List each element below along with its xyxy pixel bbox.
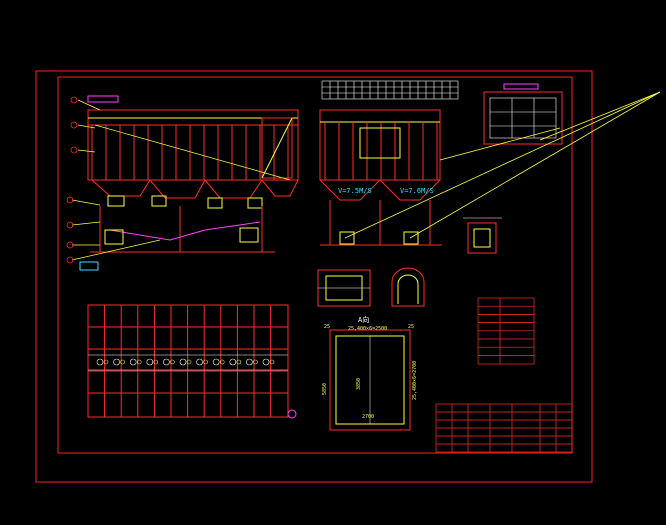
- valve-circle: [170, 359, 175, 365]
- valve-circle: [203, 359, 208, 365]
- bag-circle: [146, 358, 154, 366]
- velocity-label-left: V=7.5M/S: [338, 187, 372, 195]
- valve-circle: [136, 359, 142, 365]
- section-view-large: [329, 329, 411, 431]
- valve-circle: [186, 359, 192, 365]
- bag-circle: [246, 358, 253, 366]
- title-block: [435, 403, 573, 453]
- section-view-a: [317, 269, 371, 307]
- section-title: A向: [358, 315, 369, 324]
- bag-circle: [129, 358, 137, 366]
- valve-circle: [120, 359, 125, 365]
- bag-circle: [96, 358, 104, 366]
- valve-circle: [236, 359, 242, 365]
- bag-circle: [196, 358, 203, 366]
- section-dim-left-top: 25: [324, 324, 330, 330]
- plan-bag-row: [96, 358, 275, 366]
- bag-circle: [179, 358, 187, 366]
- parts-table: [321, 80, 459, 100]
- callout-lines: [344, 91, 661, 239]
- bag-circle: [212, 358, 220, 366]
- tech-spec-table: [477, 297, 535, 365]
- front-elevation: [87, 109, 299, 253]
- title-tag: [87, 95, 119, 103]
- detail-small-box: [463, 217, 502, 254]
- bag-circle: [113, 358, 120, 366]
- valve-circle: [269, 359, 275, 365]
- section-dim-right: 25,400×6=2700: [412, 361, 418, 400]
- valve-circle: [153, 359, 159, 365]
- nozzle-stand: [79, 261, 99, 271]
- valve-circle: [253, 359, 258, 365]
- section-dim-top: 25,400×6=2500: [348, 326, 387, 332]
- detail-view-top-right: [483, 91, 563, 145]
- detail-title-tag: [503, 83, 539, 90]
- velocity-label-right: V=7.6M/S: [400, 187, 434, 195]
- front-leaders: [71, 99, 291, 261]
- side-elevation: [319, 109, 442, 246]
- section-height-inner: 3850: [356, 378, 362, 390]
- valve-circle: [219, 359, 225, 365]
- bag-circle: [262, 358, 270, 366]
- bag-circle: [229, 358, 237, 366]
- section-dim-bottom: 2700: [362, 414, 374, 420]
- section-dim-right-top: 25: [408, 324, 414, 330]
- section-height-left: 5850: [322, 383, 328, 395]
- front-balloons: [66, 96, 78, 264]
- outer-border: [35, 70, 593, 483]
- inner-border: [57, 76, 573, 454]
- bag-circle: [163, 358, 170, 366]
- valve-circle: [103, 359, 109, 365]
- plan-view: [87, 304, 297, 419]
- section-view-b: [391, 267, 425, 307]
